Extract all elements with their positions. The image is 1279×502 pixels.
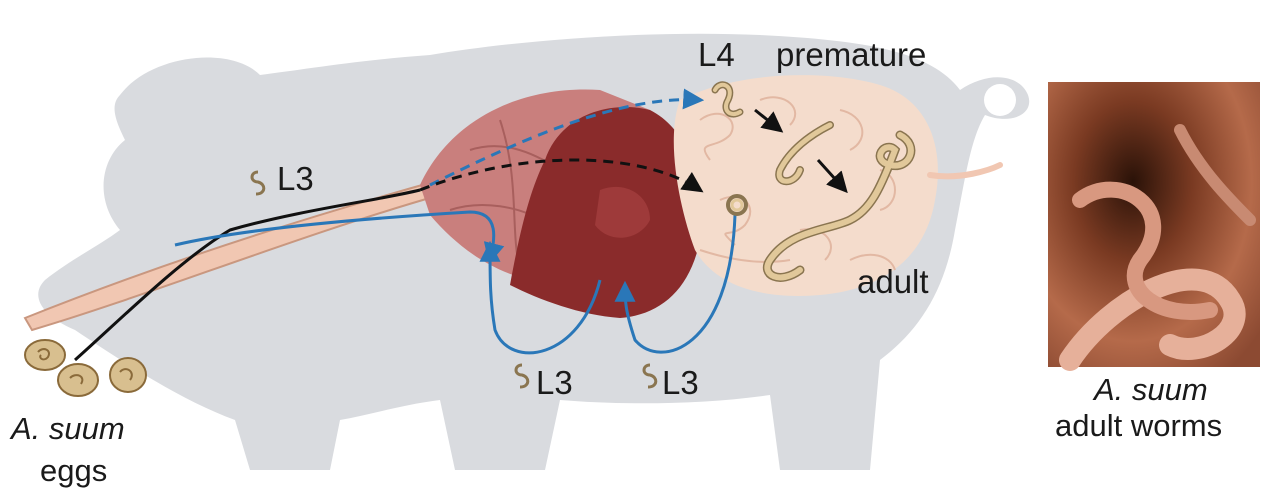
label-l3-lung: L3 — [662, 366, 699, 399]
label-l3-esophagus: L3 — [277, 162, 314, 195]
label-premature: premature — [776, 38, 926, 71]
label-l4: L4 — [698, 38, 735, 71]
label-photo-species: A. suum — [1094, 374, 1208, 405]
label-eggs: eggs — [40, 455, 107, 486]
label-photo-caption: adult worms — [1055, 410, 1222, 441]
adult-worms-photo — [1048, 82, 1260, 367]
tail-loop — [984, 84, 1016, 116]
label-eggs-species: A. suum — [11, 413, 125, 444]
label-adult: adult — [857, 265, 929, 298]
label-l3-liver: L3 — [536, 366, 573, 399]
